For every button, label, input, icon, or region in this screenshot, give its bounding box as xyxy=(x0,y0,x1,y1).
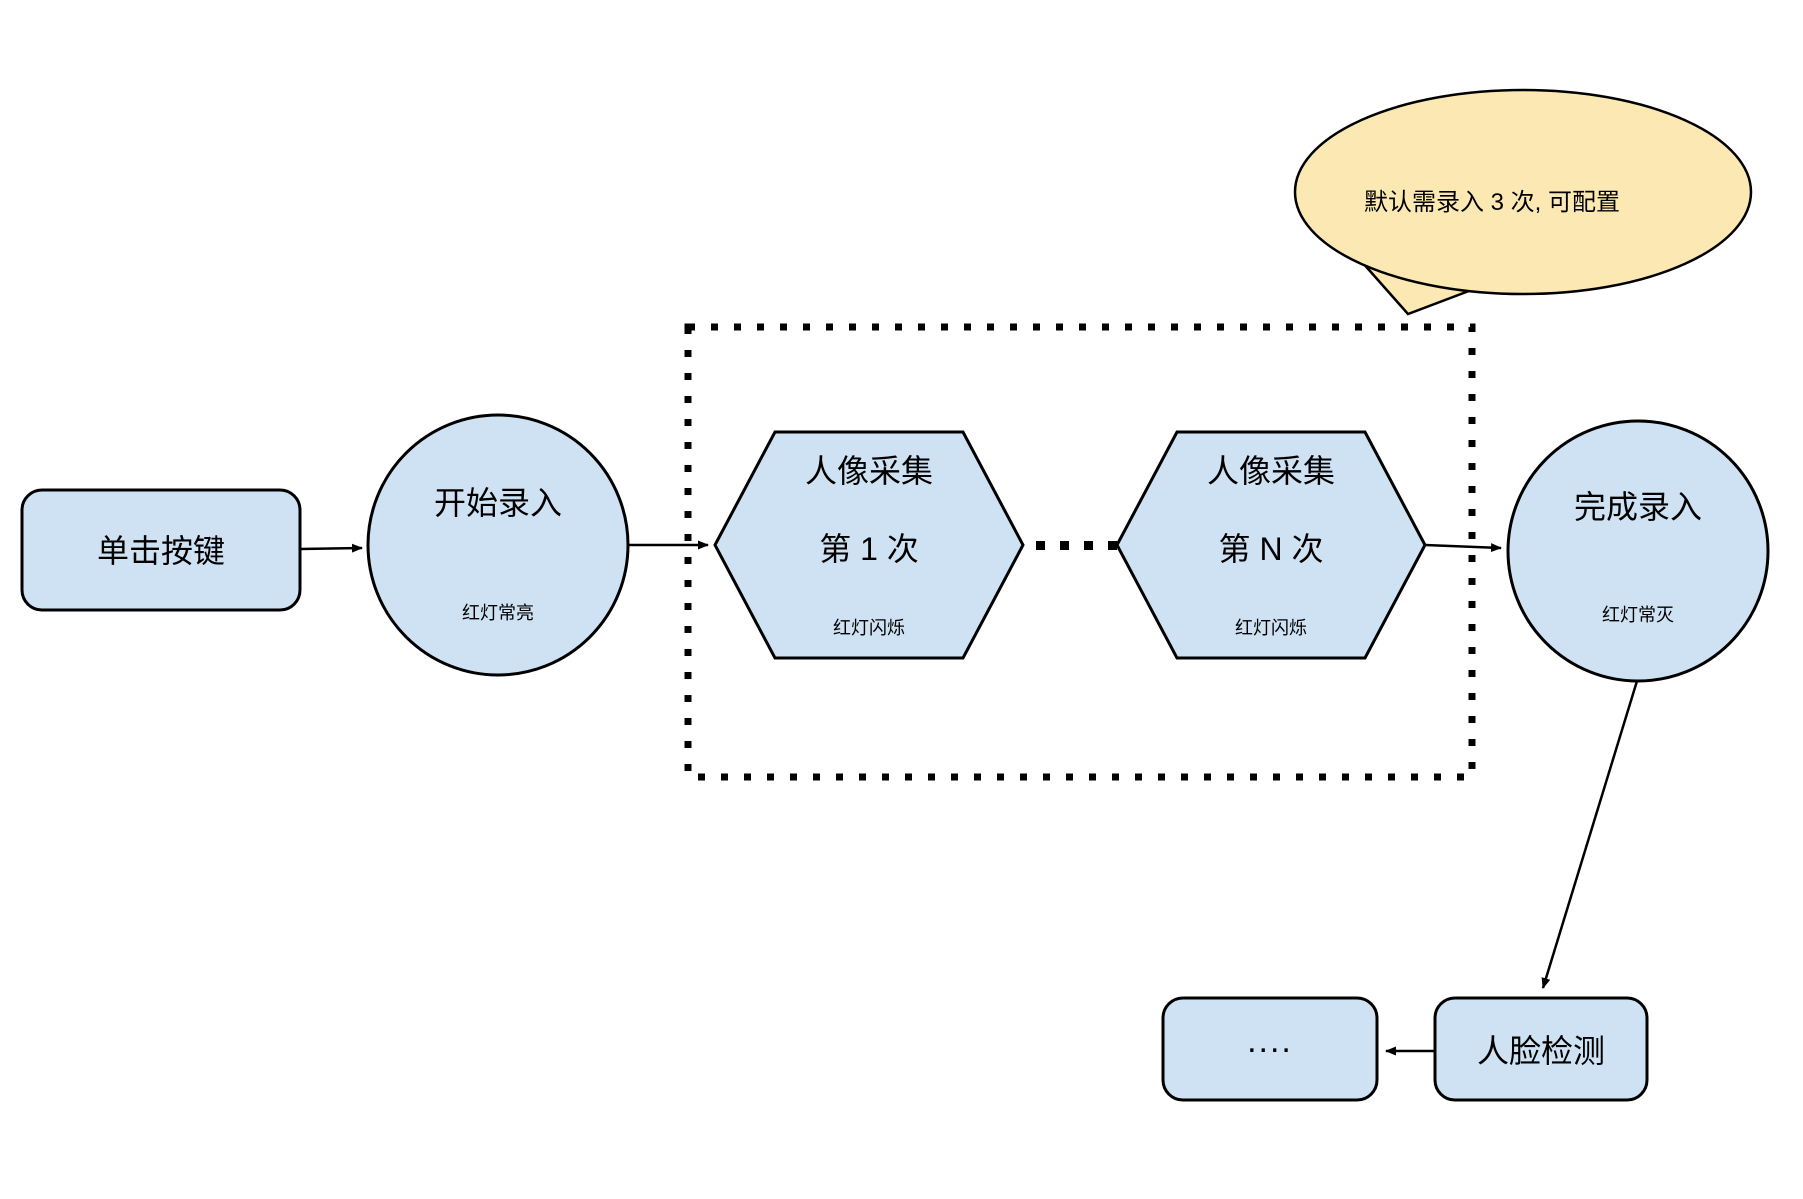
node-start-record-title: 开始录入 xyxy=(434,485,562,521)
node-finish-record-subtitle: 红灯常灭 xyxy=(1602,605,1674,625)
ellipsis-dot xyxy=(1060,541,1069,550)
arrow-finish-to-face-detect xyxy=(1541,680,1639,989)
node-start-record-subtitle: 红灯常亮 xyxy=(462,603,534,623)
node-ellipsis-box-label: .... xyxy=(1247,1022,1293,1060)
node-capture-nth-title: 人像采集 xyxy=(1207,453,1335,489)
arrow-capture-to-finish xyxy=(1424,543,1502,553)
callout-bubble xyxy=(1293,88,1753,296)
node-capture-nth-subtitle: 红灯闪烁 xyxy=(1235,618,1307,638)
node-capture-first-title: 人像采集 xyxy=(805,453,933,489)
node-capture-first-subtitle: 红灯闪烁 xyxy=(833,618,905,638)
node-face-detect xyxy=(1433,996,1649,1102)
node-start-button xyxy=(20,488,302,612)
ellipsis-dot xyxy=(1036,541,1045,550)
between-captures-ellipsis xyxy=(1036,541,1117,550)
node-start-record xyxy=(366,413,630,677)
node-capture-nth-line2: 第 N 次 xyxy=(1219,531,1324,567)
ellipsis-dot xyxy=(1084,541,1093,550)
loop-dotted-frame xyxy=(684,323,1476,781)
node-capture-first xyxy=(713,430,1025,660)
node-finish-record xyxy=(1506,419,1770,683)
arrow-button-to-start xyxy=(299,543,363,553)
node-face-detect-label: 人脸检测 xyxy=(1477,1033,1605,1069)
node-start-button-label: 单击按键 xyxy=(97,533,225,569)
node-capture-first-line2: 第 1 次 xyxy=(819,531,919,567)
ellipsis-dot xyxy=(1108,541,1117,550)
node-ellipsis-box xyxy=(1161,996,1379,1102)
node-finish-record-title: 完成录入 xyxy=(1574,489,1702,525)
callout-text: 默认需录入 3 次, 可配置 xyxy=(1364,189,1620,216)
